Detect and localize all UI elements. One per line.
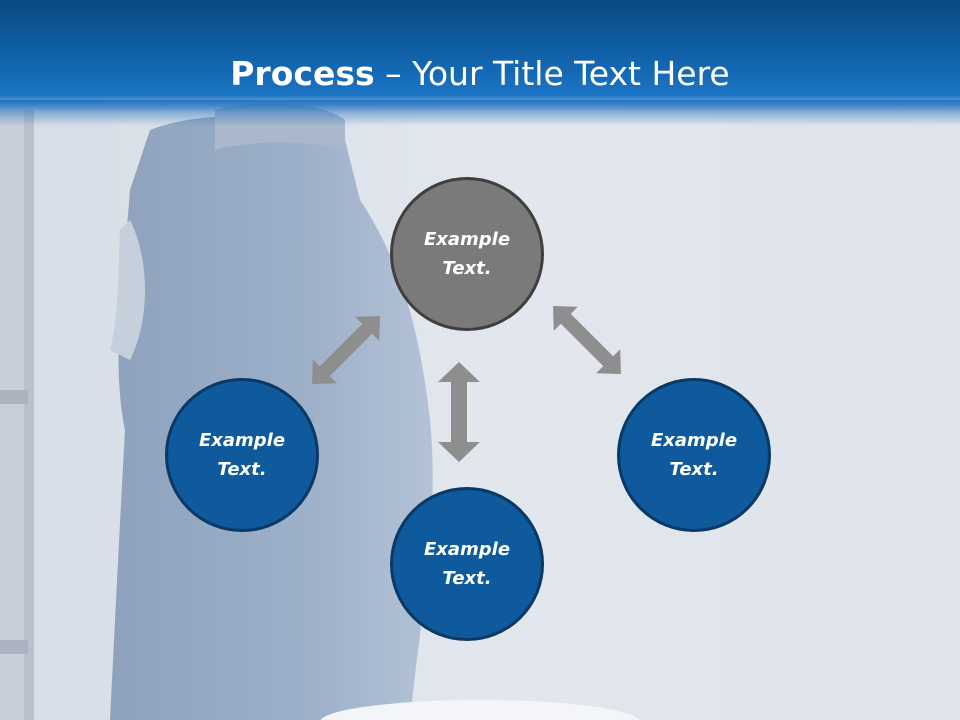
node-bottom-line2: Text. — [442, 568, 492, 589]
node-left-line2: Text. — [217, 459, 267, 480]
node-bottom-line1: Example — [423, 539, 511, 560]
title-rest: – Your Title Text Here — [374, 54, 730, 93]
title-bold: Process — [230, 54, 375, 93]
title-bar-fade — [0, 100, 960, 126]
node-top-line1: Example — [423, 229, 511, 250]
node-left-line1: Example — [198, 430, 286, 451]
node-right-line1: Example — [650, 430, 738, 451]
node-top-line2: Text. — [442, 258, 492, 279]
node-right-line2: Text. — [669, 459, 719, 480]
title-bar — [0, 0, 960, 112]
page-title: Process – Your Title Text Here — [0, 52, 960, 96]
